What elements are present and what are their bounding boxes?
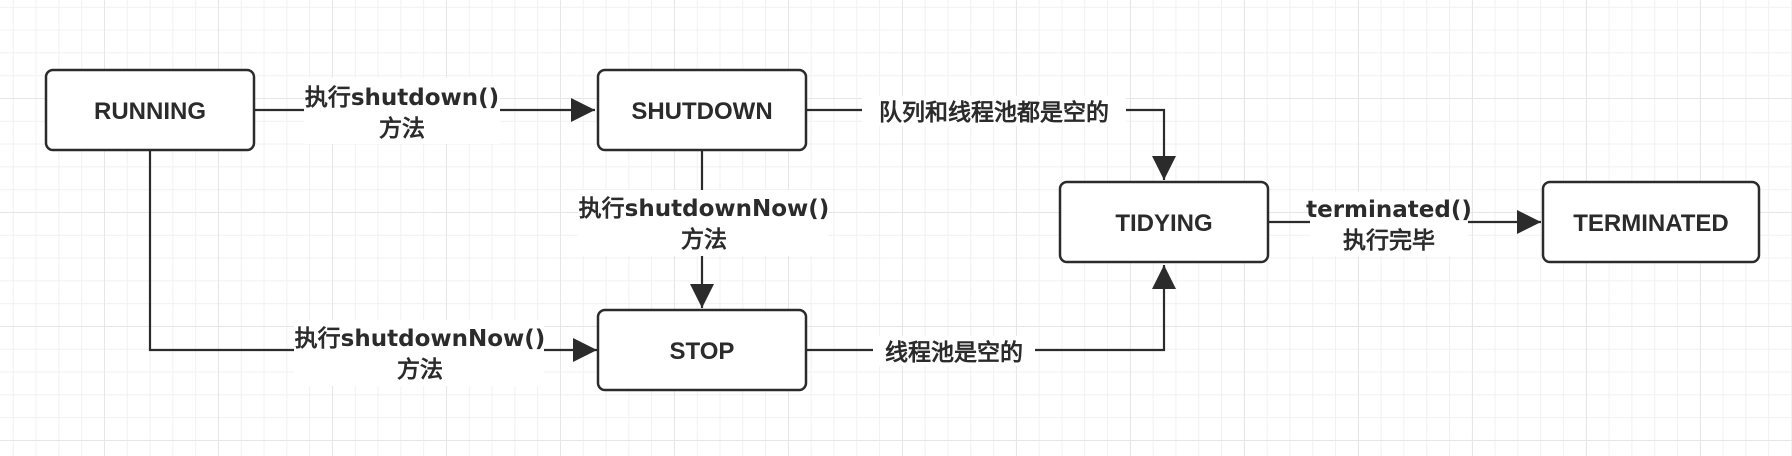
label-running-to-stop-line2: 方法: [397, 356, 443, 383]
label-bg-running-to-shutdown: [304, 78, 500, 144]
node-running[interactable]: RUNNING: [44, 68, 256, 152]
label-stop-to-tidying: 线程池是空的: [885, 339, 1023, 366]
label-running-to-shutdown-line1: 执行shutdown(): [305, 84, 499, 111]
node-shutdown-label: SHUTDOWN: [631, 98, 772, 125]
node-running-label: RUNNING: [94, 98, 206, 125]
node-tidying[interactable]: TIDYING: [1058, 180, 1270, 264]
node-terminated-label: TERMINATED: [1573, 210, 1729, 237]
label-bg-shutdown-to-tidying: [862, 96, 1126, 126]
label-running-to-shutdown-line2: 方法: [379, 115, 425, 142]
label-shutdown-to-stop-line2: 方法: [681, 226, 727, 253]
label-bg-running-to-stop: [294, 320, 544, 386]
node-terminated[interactable]: TERMINATED: [1541, 180, 1761, 264]
label-shutdown-to-tidying: 队列和线程池都是空的: [879, 99, 1109, 126]
node-stop[interactable]: STOP: [596, 308, 808, 392]
label-bg-shutdown-to-stop: [578, 190, 828, 256]
label-bg-stop-to-tidying: [873, 336, 1035, 366]
label-tidying-to-terminated-line1: terminated(): [1306, 197, 1472, 223]
label-bg-tidying-to-terminated: [1310, 192, 1468, 256]
label-tidying-to-terminated-line2: 执行完毕: [1343, 227, 1435, 254]
node-tidying-label: TIDYING: [1115, 210, 1212, 237]
label-running-to-stop-line1: 执行shutdownNow(): [295, 325, 546, 352]
node-stop-label: STOP: [670, 338, 735, 365]
node-shutdown[interactable]: SHUTDOWN: [596, 68, 808, 152]
label-shutdown-to-stop-line1: 执行shutdownNow(): [579, 195, 830, 222]
